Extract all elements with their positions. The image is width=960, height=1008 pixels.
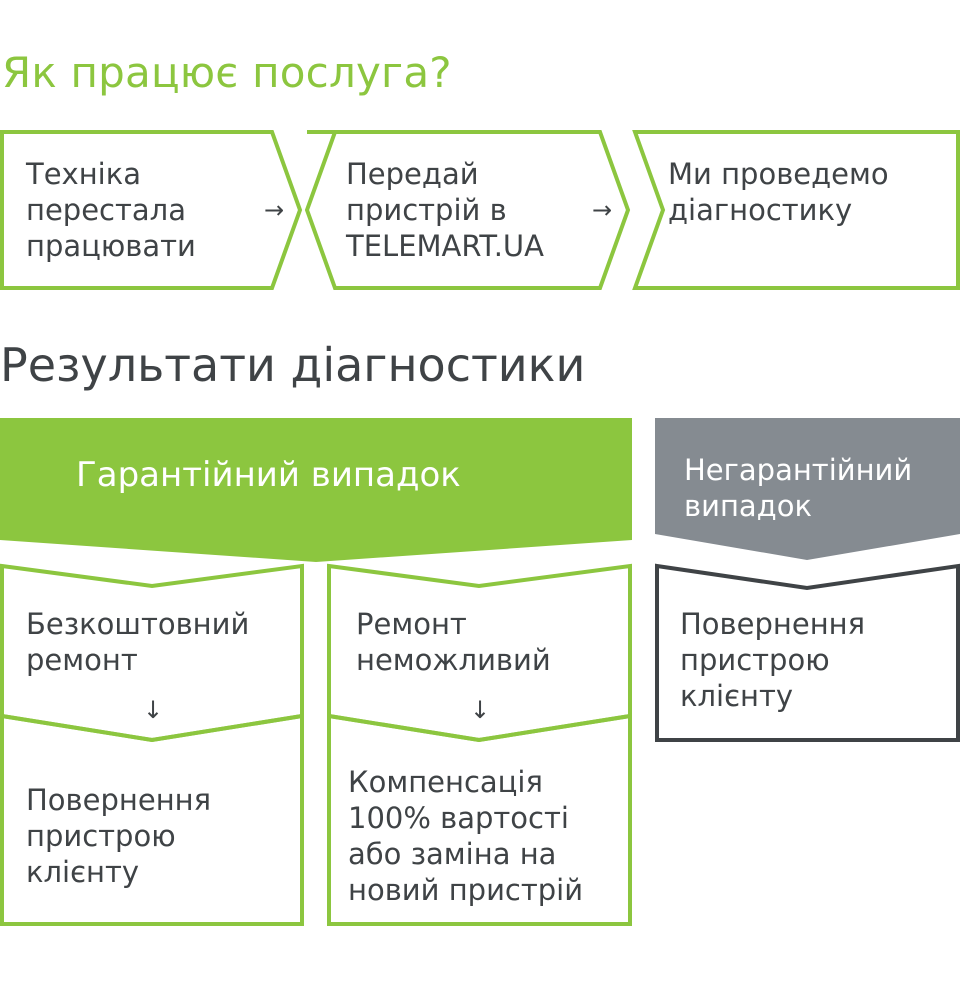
page-title-service: Як працює послуга? [2,48,452,97]
branch-2-bottom-text: Компенсація 100% вартості або заміна на … [348,765,584,907]
branch-2-bottom-box [327,713,632,926]
non-warranty-result-text: Повернення пристрою клієнту [680,607,866,713]
page-title-results: Результати діагностики [0,338,586,392]
non-warranty-result-box [655,563,960,742]
warranty-banner-shape [0,418,632,562]
step-chevron-2 [304,130,631,290]
down-arrow-icon-1: ↓ [143,696,164,724]
branch-1-top-text: Безкоштовний ремонт [26,607,250,677]
step-chevron-1 [0,130,303,290]
step-arrow-icon-1: → [264,196,285,224]
branch-2-top-text: Ремонт неможливий [356,607,551,677]
branch-1-bottom-box [0,713,304,926]
step-chevron-3 [632,130,960,290]
non-warranty-banner-label: Негарантійний випадок [684,453,913,523]
down-arrow-icon-2: ↓ [470,696,491,724]
warranty-banner-label: Гарантійний випадок [76,455,461,495]
branch-1-bottom-text: Повернення пристрою клієнту [26,783,212,889]
step-1-text: Техніка перестала працювати [26,157,196,263]
step-arrow-icon-2: → [592,196,613,224]
non-warranty-banner-shape [655,418,960,560]
step-3-text: Ми проведемо діагностику [668,157,889,227]
step-2-text: Передай пристрій в TELEMART.UA [346,157,544,263]
